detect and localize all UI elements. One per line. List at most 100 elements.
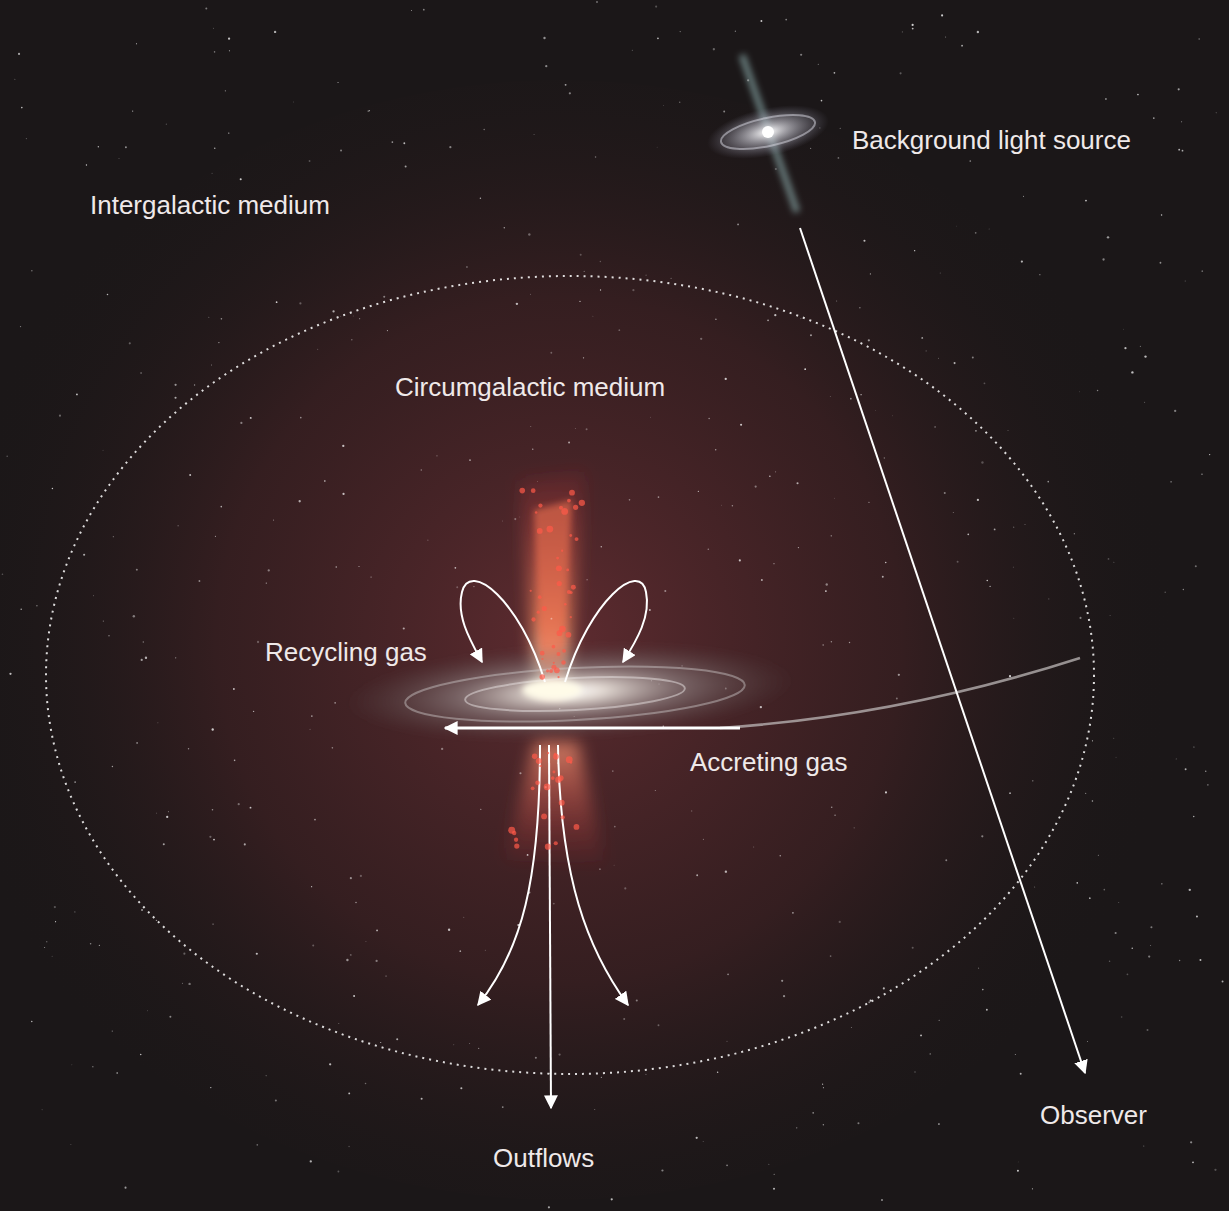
star bbox=[1140, 346, 1141, 347]
star bbox=[348, 1092, 350, 1094]
star bbox=[670, 277, 672, 279]
star bbox=[218, 342, 219, 343]
star bbox=[1182, 150, 1184, 152]
star bbox=[92, 1066, 93, 1067]
star bbox=[480, 197, 481, 198]
star bbox=[868, 339, 870, 341]
star bbox=[516, 303, 518, 305]
star bbox=[735, 31, 736, 32]
star bbox=[1115, 932, 1117, 934]
star bbox=[1079, 617, 1081, 619]
star bbox=[696, 874, 698, 876]
star bbox=[427, 540, 428, 541]
star bbox=[212, 923, 213, 924]
star bbox=[543, 37, 545, 39]
gas-clump bbox=[553, 662, 555, 664]
star bbox=[818, 64, 819, 65]
gas-clump bbox=[539, 765, 541, 767]
gas-clump bbox=[561, 660, 565, 664]
star bbox=[645, 275, 646, 276]
star bbox=[215, 536, 216, 537]
gas-clump bbox=[545, 844, 551, 850]
star bbox=[881, 1199, 883, 1201]
star bbox=[1148, 955, 1150, 957]
accreting-arrow bbox=[445, 727, 740, 730]
star bbox=[156, 812, 158, 814]
star bbox=[220, 506, 222, 508]
annotation-label: Background light source bbox=[852, 125, 1131, 155]
star bbox=[332, 310, 334, 312]
star bbox=[1179, 960, 1180, 961]
star bbox=[504, 227, 505, 228]
star bbox=[826, 583, 828, 585]
star bbox=[1024, 524, 1025, 525]
star bbox=[340, 149, 342, 151]
star bbox=[514, 518, 516, 520]
star bbox=[1023, 196, 1024, 197]
star bbox=[930, 1053, 931, 1054]
star bbox=[1175, 758, 1177, 760]
star bbox=[721, 504, 723, 506]
star bbox=[1121, 1016, 1123, 1018]
star bbox=[519, 772, 521, 774]
star bbox=[502, 520, 504, 522]
star bbox=[387, 330, 388, 331]
star bbox=[657, 38, 659, 40]
star bbox=[55, 921, 56, 922]
star bbox=[1198, 38, 1199, 39]
star bbox=[898, 674, 900, 676]
star bbox=[136, 742, 138, 744]
star bbox=[900, 72, 902, 74]
star bbox=[485, 950, 486, 951]
star bbox=[469, 459, 471, 461]
star bbox=[1160, 262, 1162, 264]
star bbox=[613, 864, 615, 866]
star bbox=[441, 748, 443, 750]
star bbox=[835, 815, 836, 816]
star bbox=[52, 488, 53, 489]
star bbox=[1107, 236, 1109, 238]
star bbox=[988, 228, 990, 230]
annotation-label: Outflows bbox=[493, 1143, 594, 1173]
star bbox=[611, 1198, 613, 1200]
star bbox=[352, 315, 354, 317]
star bbox=[783, 995, 785, 997]
star bbox=[883, 987, 885, 989]
star bbox=[21, 107, 23, 109]
star bbox=[26, 138, 27, 139]
star bbox=[870, 273, 871, 274]
gas-clump bbox=[561, 508, 568, 515]
accretion-stream bbox=[720, 658, 1080, 728]
star bbox=[825, 590, 827, 592]
star bbox=[1183, 589, 1184, 590]
star bbox=[812, 1112, 814, 1114]
star bbox=[365, 1083, 367, 1085]
star bbox=[656, 146, 658, 148]
recycling-arrow bbox=[565, 581, 647, 682]
galaxy-bulge bbox=[522, 680, 582, 700]
star bbox=[618, 329, 620, 331]
star bbox=[868, 1001, 870, 1003]
star bbox=[86, 164, 87, 165]
star bbox=[579, 301, 580, 302]
gas-clump bbox=[552, 645, 556, 649]
gas-clump bbox=[566, 632, 572, 638]
star bbox=[663, 726, 664, 727]
star bbox=[839, 921, 841, 923]
star bbox=[679, 101, 680, 102]
gas-clump bbox=[569, 534, 572, 537]
star bbox=[650, 416, 652, 418]
star bbox=[98, 146, 99, 147]
star bbox=[1113, 561, 1115, 563]
star bbox=[240, 422, 242, 424]
star bbox=[612, 770, 614, 772]
star bbox=[1092, 740, 1093, 741]
gas-clump bbox=[519, 488, 525, 494]
gas-clump bbox=[564, 603, 567, 606]
star bbox=[1118, 902, 1120, 904]
star bbox=[71, 1064, 73, 1066]
star bbox=[436, 455, 437, 456]
star bbox=[338, 82, 339, 83]
star bbox=[636, 999, 638, 1001]
